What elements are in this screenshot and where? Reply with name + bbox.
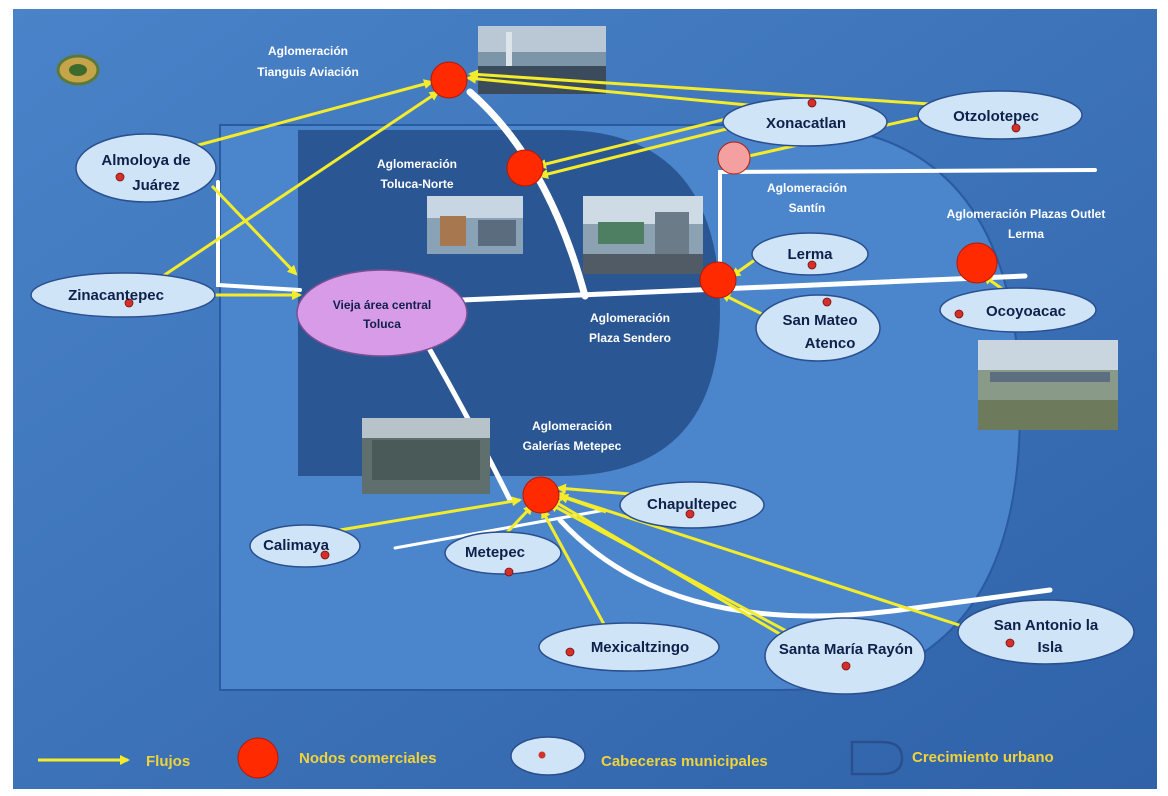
label-toluca-norte-2: Toluca-Norte: [380, 177, 453, 191]
photo-outlet: [978, 340, 1118, 430]
node-metepec: [522, 476, 560, 514]
label-otzolotepec: Otzolotepec: [953, 108, 1039, 125]
old-center-label-1: Vieja área central: [333, 298, 432, 312]
legend-node-icon: [237, 737, 279, 779]
label-sendero-1: Aglomeración: [590, 311, 670, 325]
municipality-metepec: [444, 531, 562, 575]
flow-santamaria-node-2: [550, 498, 791, 642]
label-metepec: Metepec: [465, 544, 525, 561]
label-metepec-1: Aglomeración: [532, 419, 612, 433]
seal-icon: [56, 54, 100, 86]
municipality-santamaria: [764, 617, 926, 695]
agglomeration-labels: Aglomeración Tianguis Aviación Aglomerac…: [257, 44, 1105, 453]
legend-head-dot: [538, 751, 546, 759]
flow-zinacantepec-tianguis: [159, 90, 440, 280]
legend-heads-label: Cabeceras municipales: [601, 753, 768, 770]
municipality-zinacantepec: [30, 272, 216, 318]
flow-otzolotepec-tianguis: [468, 69, 931, 106]
label-sanmateo-1: San Mateo: [782, 312, 857, 329]
municipality-otzolotepec: [917, 90, 1083, 140]
label-outlet-1: Aglomeración Plazas Outlet: [947, 207, 1106, 221]
label-almoloya-2: Juárez: [132, 177, 180, 194]
label-sanantonio-2: Isla: [1037, 639, 1063, 656]
node-tianguis: [430, 61, 468, 99]
road-santin: [718, 168, 1097, 264]
seat-dots: [115, 98, 1021, 671]
photo-sendero: [583, 196, 703, 274]
flow-almoloya-tianguis: [179, 79, 434, 152]
label-tianguis-1: Aglomeración: [268, 44, 348, 58]
photo-toluca-norte: [427, 196, 523, 254]
municipality-ellipses: [30, 90, 1135, 695]
label-almoloya-1: Almoloya de: [101, 152, 190, 169]
label-metepec-2: Galerías Metepec: [523, 439, 622, 453]
old-center-label-2: Toluca: [363, 317, 401, 331]
municipality-chapultepec: [619, 481, 765, 529]
legend-growth-label: Crecimiento urbano: [912, 749, 1054, 766]
road-southeast: [557, 517, 1053, 619]
municipality-mexicaltzingo: [538, 622, 720, 672]
municipality-ocoyoacac: [939, 287, 1097, 333]
legend-head-icon: [510, 736, 586, 776]
photo-metepec: [362, 418, 490, 494]
municipality-calimaya: [249, 524, 361, 568]
label-xonacatlan: Xonacatlan: [766, 115, 846, 132]
legend: Flujos Nodos comerciales Cabeceras munic…: [38, 736, 1054, 779]
label-chapultepec: Chapultepec: [647, 496, 737, 513]
flow-calimaya-metepec: [339, 496, 522, 532]
municipality-xonacatlan: [722, 97, 888, 147]
label-sanmateo-2: Atenco: [805, 335, 856, 352]
old-center-ellipse: [296, 269, 468, 357]
flow-almoloya-center: [210, 184, 298, 276]
flow-chapultepec-node: [556, 483, 631, 496]
label-lerma: Lerma: [787, 246, 833, 263]
label-calimaya: Calimaya: [263, 537, 330, 554]
label-sendero-2: Plaza Sendero: [589, 331, 671, 345]
label-mexicaltzingo: Mexicaltzingo: [591, 639, 689, 656]
flow-sanantonio-node: [554, 491, 969, 630]
node-outlet: [956, 242, 998, 284]
label-tianguis-2: Tianguis Aviación: [257, 65, 359, 79]
flow-mexicaltzingo-node: [540, 508, 608, 629]
label-sanantonio-1: San Antonio la: [994, 617, 1099, 634]
label-santamaria: Santa María Rayón: [779, 641, 913, 658]
road-east-west: [459, 273, 1028, 303]
node-toluca-norte: [506, 149, 544, 187]
legend-flows-label: Flujos: [146, 753, 190, 770]
label-santin-2: Santín: [789, 201, 826, 215]
municipality-almoloya: [75, 133, 217, 203]
label-ocoyoacac: Ocoyoacac: [986, 303, 1066, 320]
label-santin-1: Aglomeración: [767, 181, 847, 195]
road-almoloya: [216, 180, 302, 292]
municipality-sanantonio: [957, 599, 1135, 665]
node-santin: [717, 141, 751, 175]
node-sendero: [699, 261, 737, 299]
municipality-labels: Almoloya de Juárez Zinacantepec Xonacatl…: [68, 108, 1099, 658]
municipality-sanmateo: [755, 294, 881, 362]
flow-xonacatlan-tianguis: [466, 73, 779, 110]
legend-growth-icon: [850, 740, 904, 776]
municipality-lerma: [751, 232, 869, 276]
label-toluca-norte-1: Aglomeración: [377, 157, 457, 171]
label-outlet-2: Lerma: [1008, 227, 1044, 241]
label-zinacantepec: Zinacantepec: [68, 287, 164, 304]
commercial-nodes: [430, 61, 998, 514]
legend-nodes-label: Nodos comerciales: [299, 750, 437, 767]
